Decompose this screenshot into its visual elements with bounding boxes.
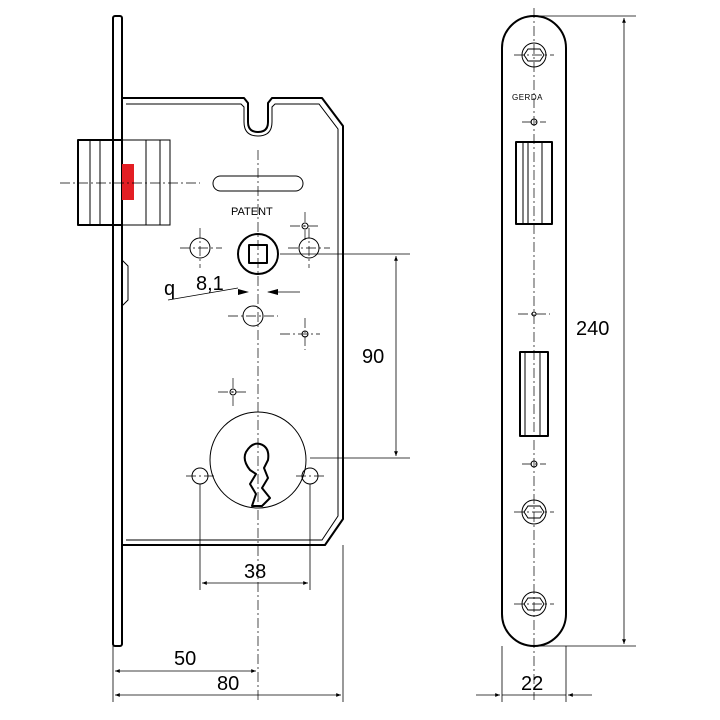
keyhole [243,442,271,507]
brand-logo: GERDA [512,93,543,102]
latch-red-marker [122,164,134,200]
spindle-dim-label: 8,1 [196,273,224,295]
patent-stamp: PATENT [231,206,273,218]
dim-50: 50 [174,648,196,670]
forend-detail [121,259,129,307]
front-view: GERDA [476,8,636,702]
bolt-opening [519,351,549,437]
lock-case-inner [126,103,339,541]
latch-bolt [60,139,200,226]
bottom-screw [514,591,554,617]
latch-opening [515,141,553,225]
dimension-38: 38 [199,484,311,590]
side-view: PATENT [60,15,410,702]
dimension-240: 240 [540,15,636,647]
knob-symbol: q [164,278,175,300]
keyhole-area [209,411,307,509]
forend-plate [112,15,123,647]
dim-38: 38 [244,561,266,583]
dim-22: 22 [521,673,543,695]
dim-80: 80 [217,673,239,695]
dimension-50-80: 50 80 [112,545,344,702]
lock-case [122,97,344,546]
dimension-22: 22 [476,646,592,702]
dim-240: 240 [576,318,609,340]
center-marks [180,212,330,477]
top-screw [514,42,554,68]
backset-90-dimension: 90 [280,253,410,459]
dim-90: 90 [362,346,384,368]
middle-screw [514,499,554,525]
spindle-dimension: q 8,1 [164,273,300,301]
